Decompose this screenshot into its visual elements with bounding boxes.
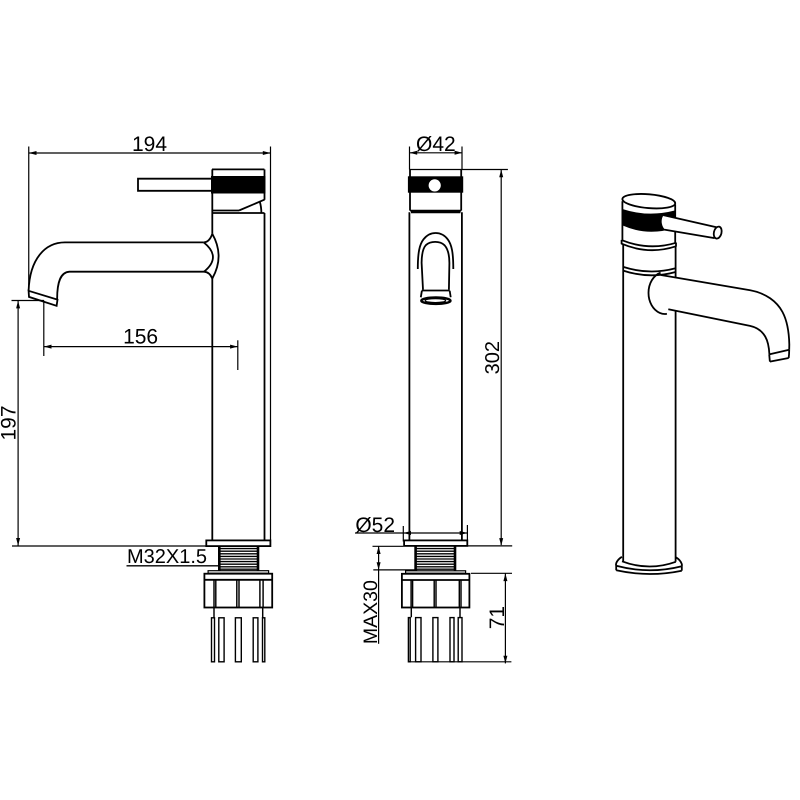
svg-text:197: 197 <box>0 405 21 440</box>
svg-text:Ø52: Ø52 <box>355 514 395 537</box>
svg-text:71: 71 <box>486 606 509 629</box>
svg-text:156: 156 <box>123 325 158 348</box>
svg-text:MAX30: MAX30 <box>360 580 382 644</box>
svg-text:194: 194 <box>132 133 167 156</box>
svg-text:Ø42: Ø42 <box>416 133 456 156</box>
svg-text:M32X1.5: M32X1.5 <box>127 546 207 568</box>
svg-text:302: 302 <box>482 341 504 374</box>
